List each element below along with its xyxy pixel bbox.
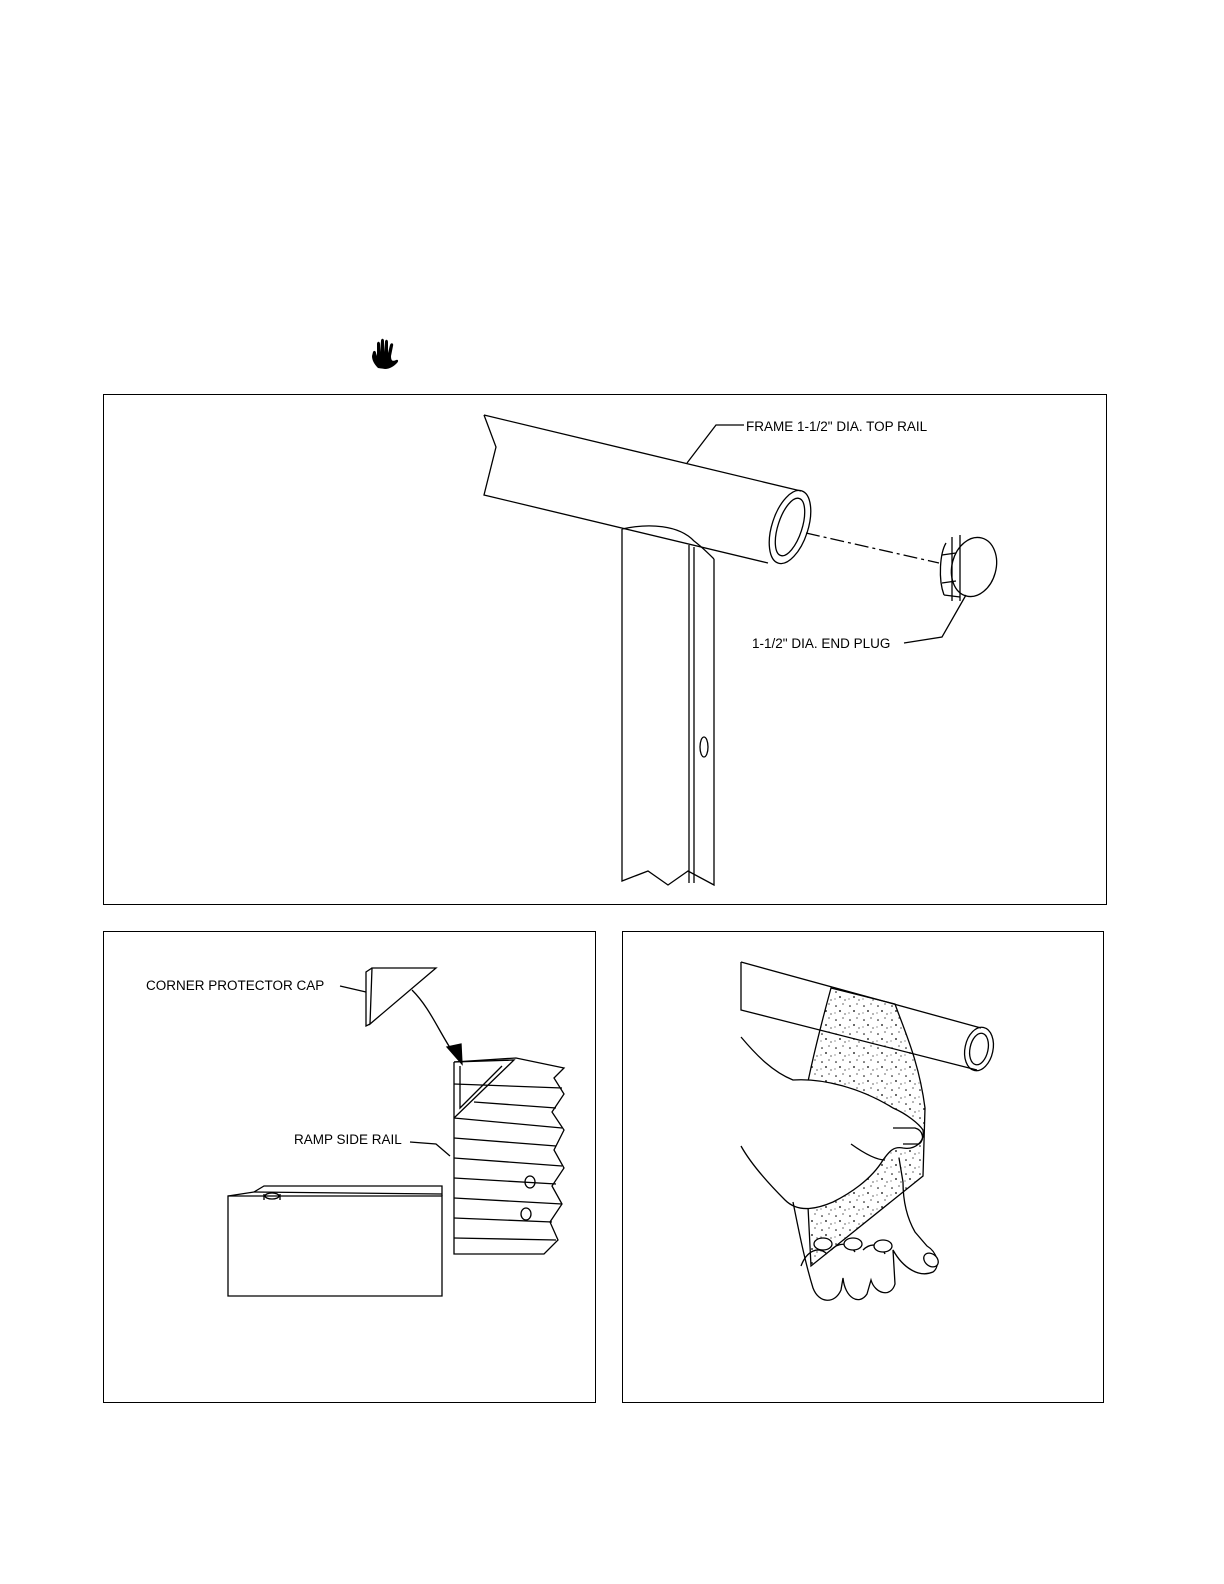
corner-protector-diagram: CORNER PROTECTOR CAP RAMP SIDE RAIL: [104, 932, 597, 1404]
corner-cap-label: CORNER PROTECTOR CAP: [146, 978, 324, 993]
top-rail-diagram: FRAME 1-1/2" DIA. TOP RAIL 1-1/2" DIA. E…: [104, 395, 1108, 906]
grip-tape-diagram: [623, 932, 1105, 1404]
side-rail-label: RAMP SIDE RAIL: [294, 1132, 402, 1147]
corner-protector-figure: CORNER PROTECTOR CAP RAMP SIDE RAIL: [103, 931, 596, 1403]
end-plug-label: 1-1/2" DIA. END PLUG: [752, 636, 890, 651]
grip-tape-figure: [622, 931, 1104, 1403]
hand-stop-icon: [370, 338, 400, 370]
top-rail-end-plug-figure: FRAME 1-1/2" DIA. TOP RAIL 1-1/2" DIA. E…: [103, 394, 1107, 905]
top-rail-label: FRAME 1-1/2" DIA. TOP RAIL: [746, 419, 928, 434]
